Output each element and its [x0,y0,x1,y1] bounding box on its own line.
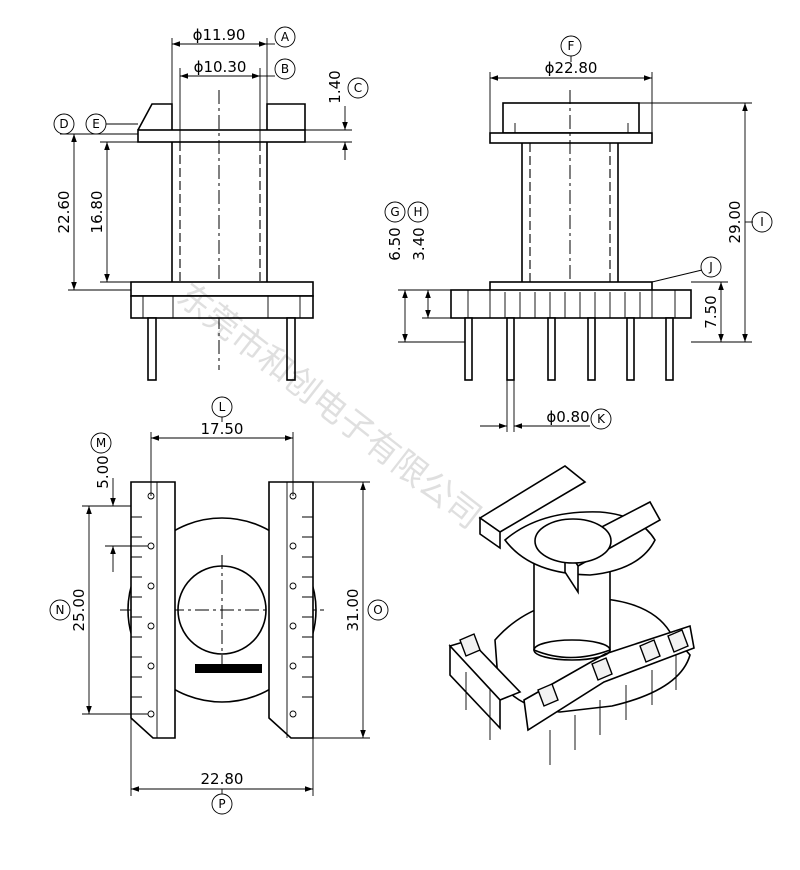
dim-n-value: 25.00 [70,589,88,632]
dim-i-letter: I [760,215,764,229]
dim-d-value: 22.60 [55,191,73,234]
dim-k-value: ϕ0.80 [546,408,589,426]
dim-f-value: ϕ22.80 [545,59,598,77]
company-watermark: 东莞市和创电子有限公司 [169,276,488,538]
dim-o-value: 31.00 [344,589,362,632]
dim-g-value: 6.50 [386,227,404,260]
bottom-view: 17.50 L 5.00 M 25.00 N 31.00 O 22.80 P [49,396,389,815]
dim-g-letter: G [390,205,399,219]
dim-n-letter: N [56,603,65,617]
dim-c-letter: C [354,81,362,95]
dim-c-value: 1.40 [326,70,344,103]
dim-j-value: 7.50 [702,295,720,328]
dim-b-letter: B [281,62,289,76]
dim-m-letter: M [96,436,106,450]
dim-p-letter: P [218,797,225,811]
dim-l-letter: L [219,400,226,414]
dim-e-letter: E [92,117,100,131]
dim-i-value: 29.00 [726,201,744,244]
isometric-view [448,465,695,765]
dim-a-letter: A [281,30,290,44]
dim-d-letter: D [59,117,68,131]
dim-j-letter: J [708,260,713,274]
dim-o-letter: O [373,603,382,617]
dim-e-value: 16.80 [88,191,106,234]
dim-h-letter: H [413,205,422,219]
dim-a-value: ϕ11.90 [193,26,246,44]
dim-l-value: 17.50 [201,420,244,438]
dim-h-value: 3.40 [410,227,428,260]
dim-m-value: 5.00 [94,455,112,488]
dim-b-value: ϕ10.30 [194,58,247,76]
side-view: ϕ22.80 F 29.00 I 7.50 J 6.50 G 3.40 H [384,35,773,432]
dim-p-value: 22.80 [201,770,244,788]
dim-k-letter: K [597,412,606,426]
front-view: ϕ11.90 A ϕ10.30 B 1.40 C 22.60 D 16.80 [53,26,369,381]
dim-f-letter: F [568,39,575,53]
